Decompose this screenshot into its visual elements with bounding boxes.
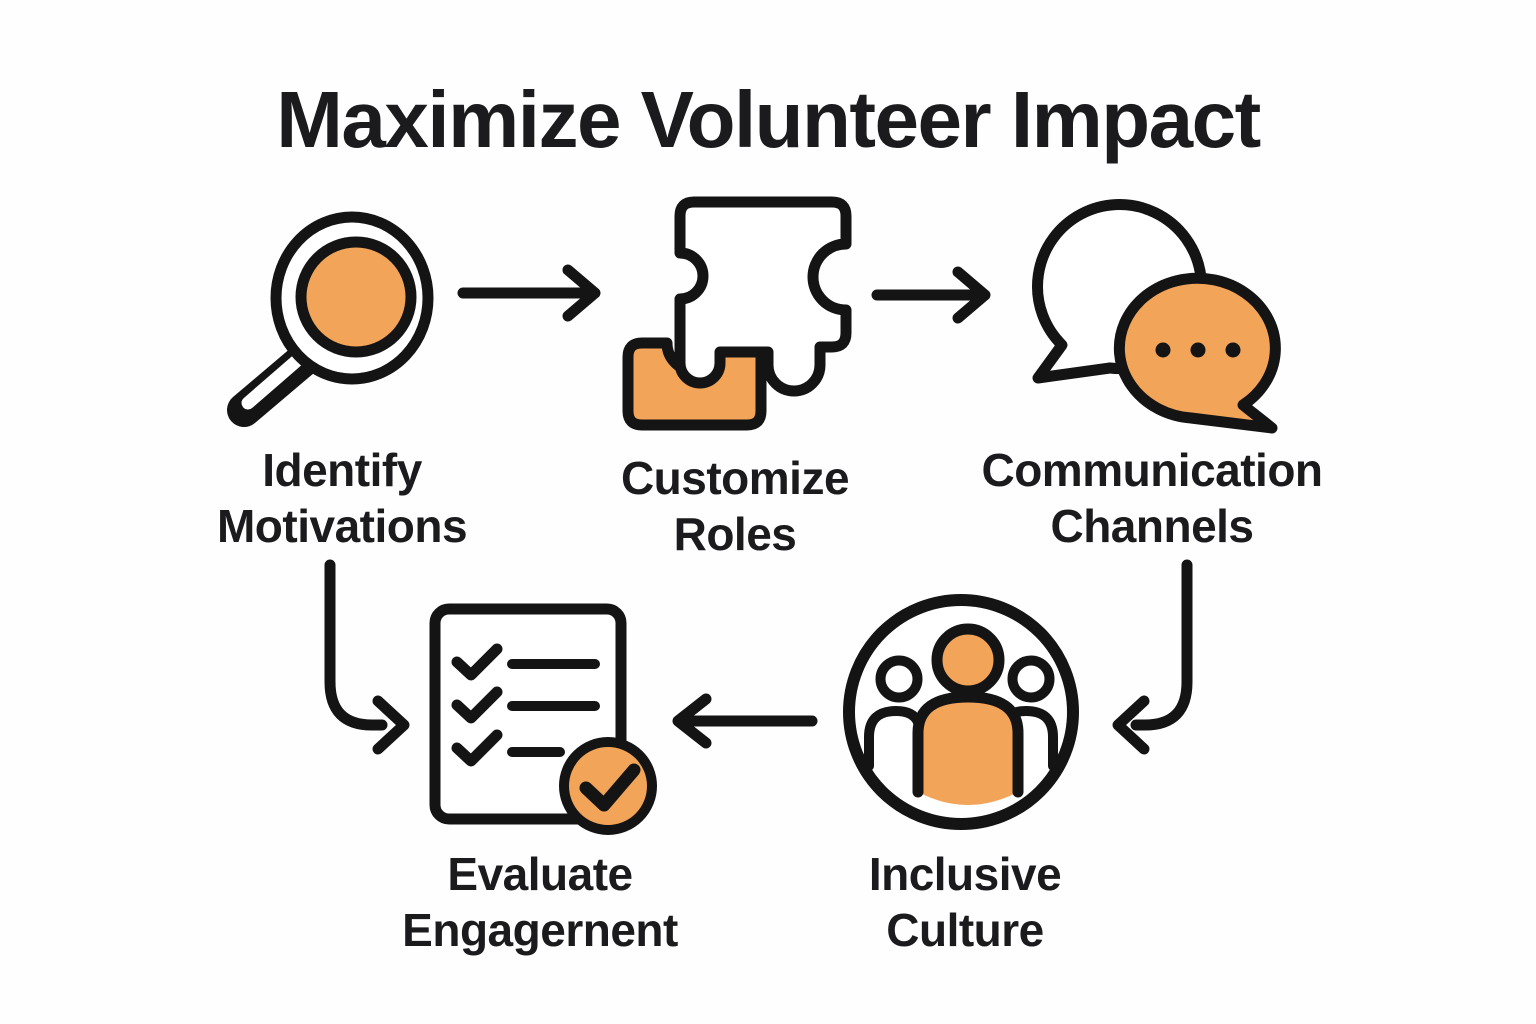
node-label: Inclusive Culture — [868, 848, 1062, 956]
magnifier-icon — [227, 211, 434, 427]
arrow-customize-to-communication — [871, 266, 991, 324]
ellipsis-dot — [1225, 342, 1241, 358]
node-label: Communication Channels — [981, 444, 1323, 552]
puzzle-icon — [622, 196, 852, 431]
page-title: Maximize Volunteer Impact — [276, 75, 1261, 164]
chat-bubbles-icon — [1032, 199, 1281, 434]
arrow-identify-to-customize — [457, 264, 601, 322]
arrow-identify-to-evaluate — [324, 559, 410, 755]
arrow-inclusive-to-evaluate — [672, 693, 818, 749]
ellipsis-dot — [1155, 342, 1171, 358]
node-label: Evaluate Engagernent — [402, 848, 678, 956]
node-label: Identify Motivations — [216, 444, 468, 552]
people-circle-icon — [843, 594, 1079, 830]
arrow-communication-to-inclusive — [1112, 559, 1193, 755]
checklist-icon — [429, 603, 657, 835]
node-label: Customize Roles — [620, 452, 850, 560]
ellipsis-dot — [1190, 342, 1206, 358]
